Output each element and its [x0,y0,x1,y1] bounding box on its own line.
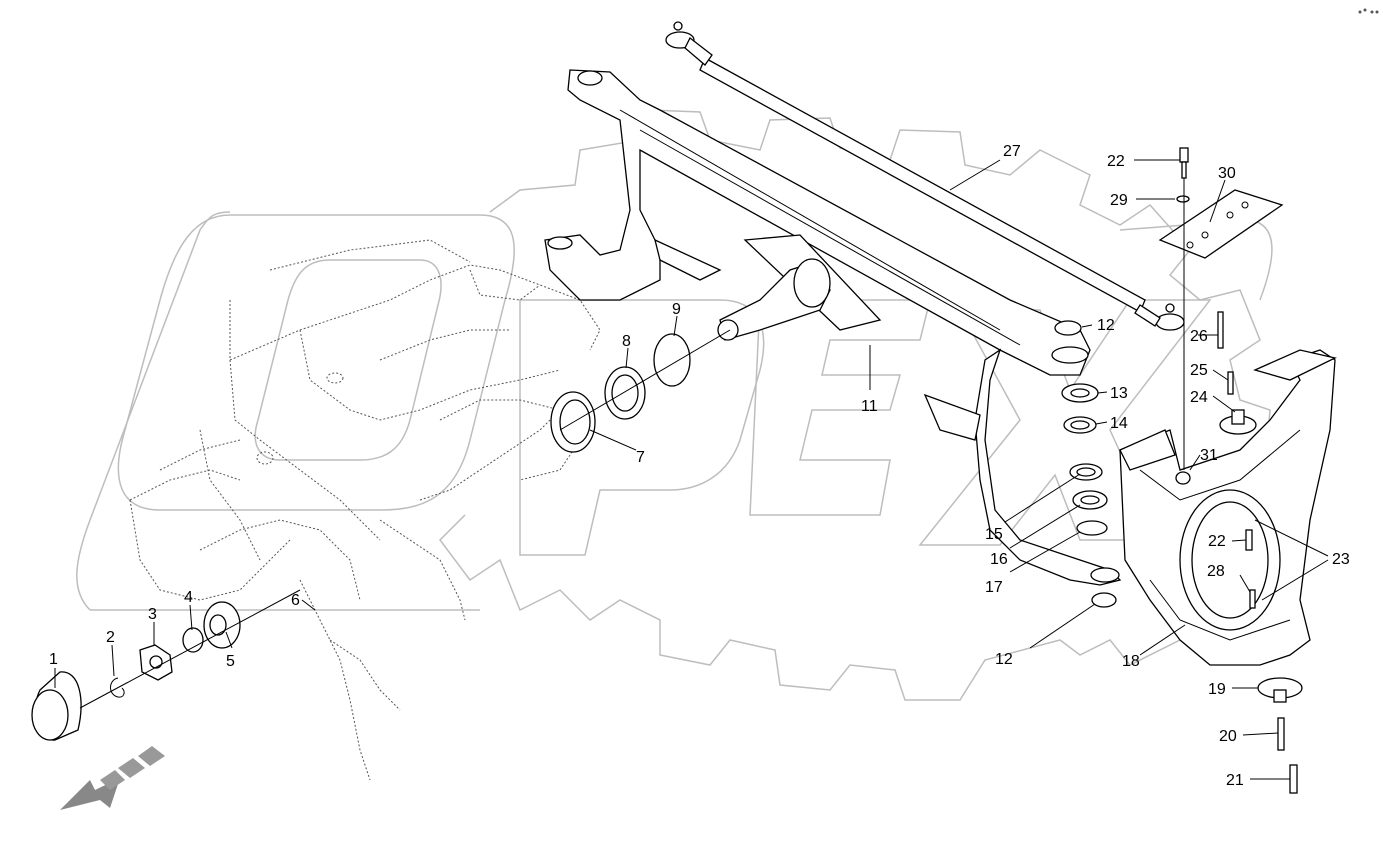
label-26: 26 [1190,328,1208,345]
label-24: 24 [1190,389,1208,406]
label-11: 11 [861,398,878,415]
callout-labels: 1 2 3 4 5 6 7 8 9 11 12 13 14 15 16 17 1… [49,143,1350,789]
ring-8 [604,366,646,420]
label-2: 2 [106,629,115,646]
nut-31 [1175,471,1191,485]
chassis-frame [129,239,601,781]
flange-19 [1257,677,1303,703]
label-12-top: 12 [1097,317,1115,334]
steering-knuckle [1119,349,1337,666]
label-1: 1 [49,651,58,668]
label-29: 29 [1110,192,1128,209]
bushing-12-top [1054,320,1082,336]
direction-arrow [60,746,165,810]
washer-29 [1176,195,1190,203]
label-6: 6 [291,592,300,609]
label-9: 9 [672,301,681,318]
pin-21 [1289,764,1298,794]
bolt-28 [1249,589,1256,609]
label-14: 14 [1110,415,1128,432]
spindle [717,258,831,341]
washer-4 [182,627,204,653]
pin-20 [1277,717,1285,751]
label-20: 20 [1219,728,1237,745]
label-21: 21 [1226,772,1244,789]
seal-9 [653,333,691,387]
label-27: 27 [1003,143,1021,160]
bearing-16 [1072,490,1108,510]
bushing-12-bottom [1091,592,1117,608]
seal-14 [1063,416,1097,434]
label-22-bottom: 22 [1208,533,1226,550]
tie-rod [665,21,1185,331]
label-23: 23 [1332,551,1350,568]
clip-2 [110,677,125,698]
label-15: 15 [985,526,1003,543]
label-12-bottom: 12 [995,651,1013,668]
pin-25 [1227,371,1234,395]
hub-24 [1219,409,1257,435]
label-30: 30 [1218,165,1236,182]
seal-15 [1069,463,1103,481]
leader-lines [54,159,1329,780]
label-19: 19 [1208,681,1226,698]
label-31: 31 [1200,447,1218,464]
pin-26 [1217,311,1224,349]
bearing-13 [1061,383,1099,403]
label-22-top: 22 [1107,153,1125,170]
bolt-22-bottom [1245,529,1253,551]
axis-line-spindle [559,329,731,431]
plate-30 [1158,189,1284,259]
label-16: 16 [990,551,1008,568]
label-7: 7 [636,449,645,466]
label-5: 5 [226,653,235,670]
label-4: 4 [184,589,193,606]
label-13: 13 [1110,385,1128,402]
label-18: 18 [1122,653,1140,670]
label-17: 17 [985,579,1003,596]
axle-beam [544,69,1122,586]
label-28: 28 [1207,563,1225,580]
label-25: 25 [1190,362,1208,379]
label-8: 8 [622,333,631,350]
corner-mark [1358,8,1379,14]
label-3: 3 [148,606,157,623]
axis-line-left [79,589,301,709]
bolt-22-top [1179,147,1189,179]
nut-3 [139,644,173,681]
washer-17 [1076,520,1108,536]
cap-1 [31,671,82,741]
